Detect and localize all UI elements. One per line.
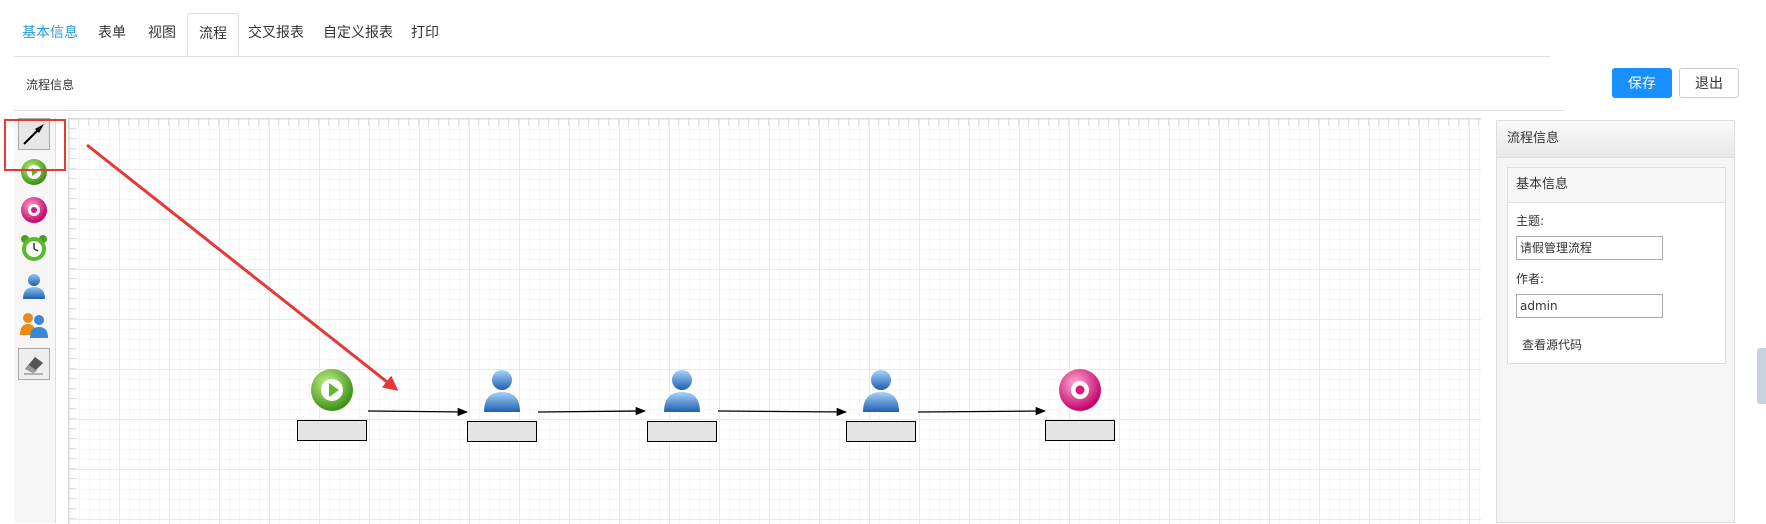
pointer-arrow-icon (23, 124, 44, 145)
end-node-tool[interactable] (18, 194, 50, 226)
subject-input[interactable]: 请假管理流程 (1516, 236, 1663, 260)
timer-node-tool[interactable] (18, 232, 50, 264)
user-task-icon (23, 274, 45, 299)
user-task-icon[interactable] (478, 366, 526, 414)
timer-node-icon (21, 235, 47, 261)
tab-custom-report[interactable]: 自定义报表 (323, 25, 393, 41)
side-collapse-handle[interactable] (1757, 348, 1766, 404)
user-task-label-3[interactable] (846, 421, 916, 442)
page-title: 流程信息 (26, 78, 75, 92)
end-node-icon[interactable] (1056, 366, 1104, 414)
start-node-icon[interactable] (308, 366, 356, 414)
exit-button[interactable]: 退出 (1679, 68, 1739, 98)
subject-label: 主题: (1516, 214, 1545, 228)
flow-canvas[interactable] (68, 118, 1481, 524)
flow-toolbar: 流程信息 保存 退出 (14, 57, 1739, 111)
end-node-label[interactable] (1045, 420, 1115, 441)
panel-title: 流程信息 (1497, 121, 1734, 158)
start-node-label[interactable] (297, 420, 367, 441)
tab-print[interactable]: 打印 (411, 25, 439, 41)
user-task-label-2[interactable] (647, 421, 717, 442)
tab-view[interactable]: 视图 (148, 25, 176, 41)
user-task-tool[interactable] (18, 270, 50, 302)
end-node-icon (21, 197, 47, 223)
multi-user-task-tool[interactable] (18, 308, 50, 340)
tab-basic-info[interactable]: 基本信息 (22, 25, 78, 41)
tab-bar: 基本信息 表单 视图 流程 交叉报表 自定义报表 打印 (14, 13, 1550, 57)
tab-form[interactable]: 表单 (98, 25, 126, 41)
section-title: 基本信息 (1508, 168, 1725, 203)
tab-flow[interactable]: 流程 (187, 13, 239, 56)
vertical-ruler (68, 118, 76, 523)
horizontal-ruler (68, 118, 1480, 126)
user-task-icon[interactable] (658, 366, 706, 414)
flow-properties-panel: 流程信息 基本信息 主题: 请假管理流程 作者: admin 查看源代码 (1496, 120, 1735, 523)
pointer-tool[interactable] (18, 118, 50, 150)
flow-toolbox (14, 118, 56, 523)
save-button[interactable]: 保存 (1612, 68, 1672, 98)
user-task-icon[interactable] (857, 366, 905, 414)
view-source-link[interactable]: 查看源代码 (1522, 338, 1583, 352)
author-input[interactable]: admin (1516, 294, 1663, 318)
tab-cross-report[interactable]: 交叉报表 (248, 25, 304, 41)
basic-info-section: 基本信息 主题: 请假管理流程 作者: admin 查看源代码 (1507, 167, 1726, 364)
author-label: 作者: (1516, 272, 1545, 286)
pointer-tool-highlight (4, 119, 66, 171)
eraser-tool[interactable] (18, 348, 50, 380)
multi-user-task-icon (20, 313, 48, 338)
user-task-label-1[interactable] (467, 421, 537, 442)
eraser-icon (24, 357, 43, 375)
